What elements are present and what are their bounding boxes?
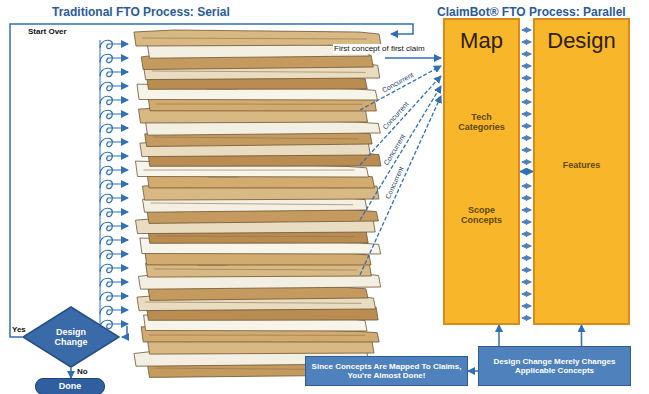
connector (581, 325, 583, 346)
spiral-arrow (100, 278, 128, 286)
paper-edge (142, 38, 367, 39)
terminal-box: Done (35, 378, 105, 394)
concurrent-arrow (360, 76, 441, 165)
two-way-arrow (522, 269, 531, 270)
paper-stack (134, 30, 381, 377)
paper-edge (156, 104, 362, 105)
paper-edge (145, 302, 362, 303)
connector (520, 171, 533, 173)
two-way-arrow (522, 137, 531, 138)
arrow-label: Concurrent (384, 165, 407, 202)
two-way-arrow (522, 149, 531, 150)
spiral-arrow (100, 236, 128, 244)
spiral-arrow (100, 152, 128, 160)
map-panel: MapTech CategoriesScope Concepts (443, 18, 520, 325)
two-way-arrow (522, 233, 531, 234)
decision-diamond: Design Change (22, 306, 120, 368)
connector (70, 368, 72, 378)
two-way-arrow (522, 77, 531, 78)
stack-to-decision-line (122, 326, 127, 337)
spiral-arrow (100, 306, 128, 314)
concurrent-arrow (360, 96, 441, 275)
spiral-arrow (100, 264, 128, 272)
two-way-arrow (522, 125, 531, 126)
two-way-arrow (522, 89, 531, 90)
connector (498, 325, 500, 346)
arrow-label: Concurrent (381, 100, 412, 133)
paper-edge (144, 170, 355, 171)
design-panel: DesignFeatures (533, 18, 630, 325)
spiral-arrow (100, 110, 128, 118)
branch-label: Yes (12, 325, 26, 335)
paper-edge (152, 71, 366, 72)
two-way-arrow (522, 245, 531, 246)
panel-title: Design (539, 28, 624, 53)
loop-label: Start Over (28, 27, 67, 37)
panel-title: Map (449, 28, 514, 53)
two-way-arrow (522, 317, 531, 318)
two-way-arrow (522, 209, 531, 210)
two-way-arrow (522, 221, 531, 222)
node-text: Features (539, 160, 624, 170)
paper-edge (153, 137, 358, 139)
spiral-arrow (100, 180, 128, 188)
note-box: Since Concepts Are Mapped To Claims, You… (305, 356, 468, 386)
node-text: Design Change (43, 327, 99, 348)
concurrent-arrows (360, 66, 441, 275)
two-way-arrow (522, 293, 531, 294)
two-way-arrow (522, 101, 531, 102)
concurrent-arrow (360, 86, 441, 220)
two-way-arrow (522, 281, 531, 282)
spiral-arrow (100, 96, 128, 104)
two-way-arrow (522, 257, 531, 258)
spiral-arrow (100, 82, 128, 90)
spiral-arrow (100, 68, 128, 76)
spiral-arrow (100, 250, 128, 258)
two-way-arrow (522, 305, 531, 306)
paper-edge (156, 236, 354, 238)
two-way-arrow (522, 41, 531, 42)
diamond-shape (23, 307, 119, 367)
spiral-arrow (100, 40, 128, 48)
two-way-arrow (522, 197, 531, 198)
two-way-arrow (522, 161, 531, 162)
spiral-arrow (100, 54, 128, 62)
two-way-arrow (522, 29, 531, 30)
section-title: ClaimBot® FTO Process: Parallel (437, 5, 626, 19)
two-way-arrow (522, 185, 531, 186)
spiral-arrow (100, 194, 128, 202)
two-way-arrow (522, 53, 531, 54)
node-text: Design Change Merely Changes Applicable … (483, 357, 626, 375)
start-over-loop (10, 24, 413, 337)
node-text: Tech Categories (449, 112, 514, 133)
node-text: Scope Concepts (449, 205, 514, 226)
node-text: Since Concepts Are Mapped To Claims, You… (310, 362, 463, 380)
node-text: Done (59, 381, 82, 391)
spiral-arrow (100, 124, 128, 132)
paper-edge (154, 269, 358, 270)
paper-edge (149, 335, 365, 336)
spiral-arrow (100, 208, 128, 216)
paper-edge (150, 203, 353, 205)
section-title: Traditional FTO Process: Serial (52, 5, 230, 19)
note-box: Design Change Merely Changes Applicable … (478, 346, 631, 386)
spiral-arrow (100, 222, 128, 230)
arrow-label: First concept of first claim (333, 44, 426, 54)
two-way-arrow (522, 113, 531, 114)
spiral-arrows (100, 40, 128, 329)
spiral-arrow (100, 292, 128, 300)
spiral-arrow (100, 138, 128, 146)
two-way-arrow (522, 65, 531, 66)
map-design-arrows (522, 30, 531, 318)
first-concept-arrow (385, 57, 441, 59)
connector (468, 370, 478, 372)
branch-label: No (77, 368, 88, 376)
spiral-arrow (100, 166, 128, 174)
